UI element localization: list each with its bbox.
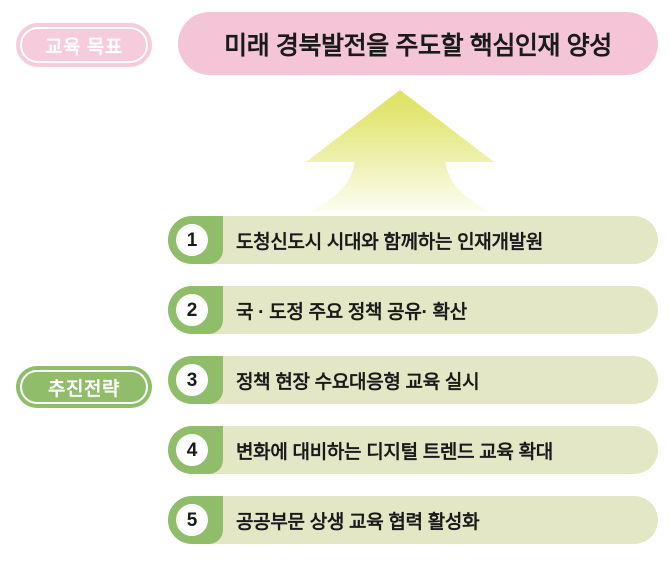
- goal-badge-inner-ring: [20, 27, 148, 63]
- strategy-row: 4 변화에 대비하는 디지털 트렌드 교육 확대: [168, 426, 658, 474]
- strategy-row-body: [168, 426, 658, 474]
- strategy-row-number: 2: [186, 299, 198, 321]
- strategy-row-body: [168, 286, 658, 334]
- strategy-row: 2 국 · 도정 주요 정책 공유· 확산: [168, 286, 658, 334]
- strategy-row-number-circle: 5: [172, 500, 212, 540]
- strategy-badge-inner-ring: [20, 370, 148, 404]
- strategy-row: 3 정책 현장 수요대응형 교육 실시: [168, 356, 658, 404]
- strategy-row-label: 도청신도시 시대와 함께하는 인재개발원: [236, 231, 543, 253]
- strategy-row-body: [168, 496, 658, 544]
- strategy-row-number-circle: 4: [172, 430, 212, 470]
- goal-badge-label: 교육 목표: [45, 36, 123, 58]
- strategy-row: 1 도청신도시 시대와 함께하는 인재개발원: [168, 216, 658, 264]
- education-goal-badge: 교육 목표: [16, 23, 152, 67]
- strategy-badge: 추진전략: [16, 366, 152, 408]
- strategy-row-list: 1 도청신도시 시대와 함께하는 인재개발원 2 국 · 도정 주요 정책 공유…: [168, 216, 658, 544]
- strategy-badge-label: 추진전략: [48, 378, 120, 400]
- strategy-row-number: 3: [186, 369, 198, 391]
- strategy-row-number: 5: [186, 509, 198, 531]
- strategy-row-number-circle: 3: [172, 360, 212, 400]
- strategy-row-body: [168, 216, 658, 264]
- goal-title-text: 미래 경북발전을 주도할 핵심인재 양성: [224, 31, 612, 60]
- upward-arrow-icon: [280, 84, 520, 216]
- strategy-row-number-circle: 2: [172, 290, 212, 330]
- strategy-row-body: [168, 356, 658, 404]
- strategy-row-number: 1: [186, 229, 198, 251]
- strategy-row-label: 공공부문 상생 교육 협력 활성화: [236, 511, 480, 533]
- strategy-row-label: 변화에 대비하는 디지털 트렌드 교육 확대: [236, 441, 553, 463]
- strategy-row-number: 4: [186, 439, 198, 461]
- strategy-row-number-circle: 1: [172, 220, 212, 260]
- strategy-row: 5 공공부문 상생 교육 협력 활성화: [168, 496, 658, 544]
- strategy-row-label: 정책 현장 수요대응형 교육 실시: [236, 371, 480, 393]
- goal-title-bar: 미래 경북발전을 주도할 핵심인재 양성: [178, 12, 658, 75]
- strategy-row-label: 국 · 도정 주요 정책 공유· 확산: [236, 301, 467, 323]
